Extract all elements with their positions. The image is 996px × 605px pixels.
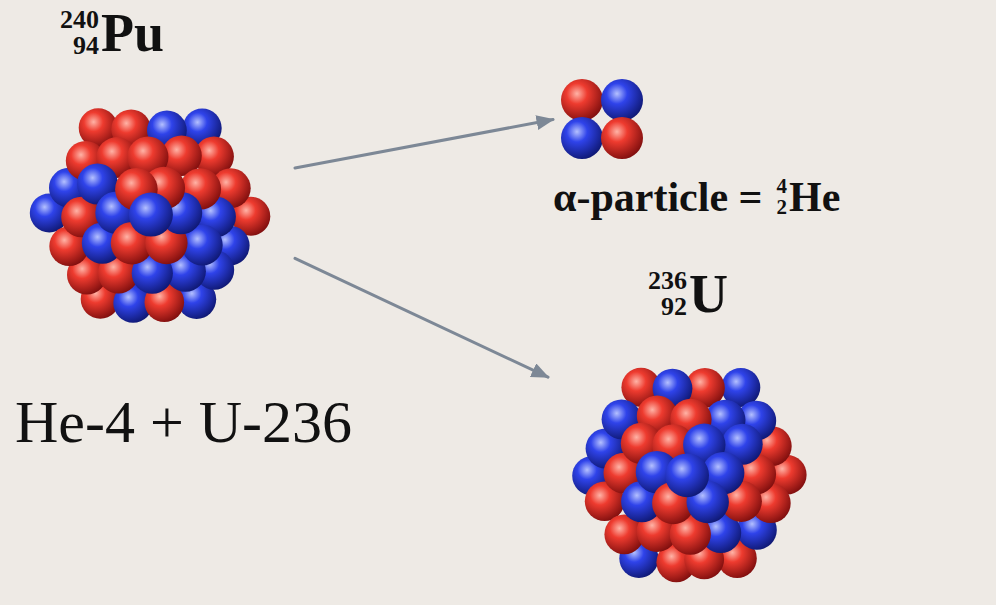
nucleus-node: α-particle = 42He: [553, 75, 990, 240]
element-symbol: He: [789, 176, 840, 218]
nuclide-label: 23692U: [648, 267, 728, 321]
atomic-number: 2: [776, 197, 787, 218]
nucleus-balls: [572, 368, 806, 582]
proton-ball: [601, 117, 643, 159]
equation-label: He-4 + U-236: [15, 388, 352, 457]
nucleus-balls: [30, 108, 270, 323]
nuclide-numbers: 42: [776, 176, 787, 218]
neutron-ball: [561, 117, 603, 159]
neutron-ball: [601, 79, 643, 121]
neutron-ball: [129, 193, 173, 237]
mass-number: 240: [60, 7, 99, 33]
atomic-number: 92: [661, 294, 687, 320]
mass-number: 4: [776, 176, 787, 197]
atomic-number: 94: [73, 33, 99, 59]
nucleus-node: 24094Pu: [15, 0, 295, 340]
element-symbol: Pu: [101, 6, 164, 60]
mass-number: 236: [648, 268, 687, 294]
nuclide-label: 24094Pu: [60, 6, 164, 60]
neutron-ball: [665, 453, 709, 497]
nuclide-label: α-particle = 42He: [553, 173, 840, 221]
arrow-connector: [295, 258, 548, 377]
element-symbol: U: [689, 267, 728, 321]
proton-ball: [561, 79, 603, 121]
particle-name: α-particle =: [553, 173, 762, 221]
nuclide-numbers: 23692: [648, 268, 687, 320]
arrow-connector: [295, 120, 553, 168]
nuclide-numbers: 24094: [60, 7, 99, 59]
nucleus-node: 23692U: [548, 265, 838, 605]
alpha-balls: [561, 79, 643, 159]
